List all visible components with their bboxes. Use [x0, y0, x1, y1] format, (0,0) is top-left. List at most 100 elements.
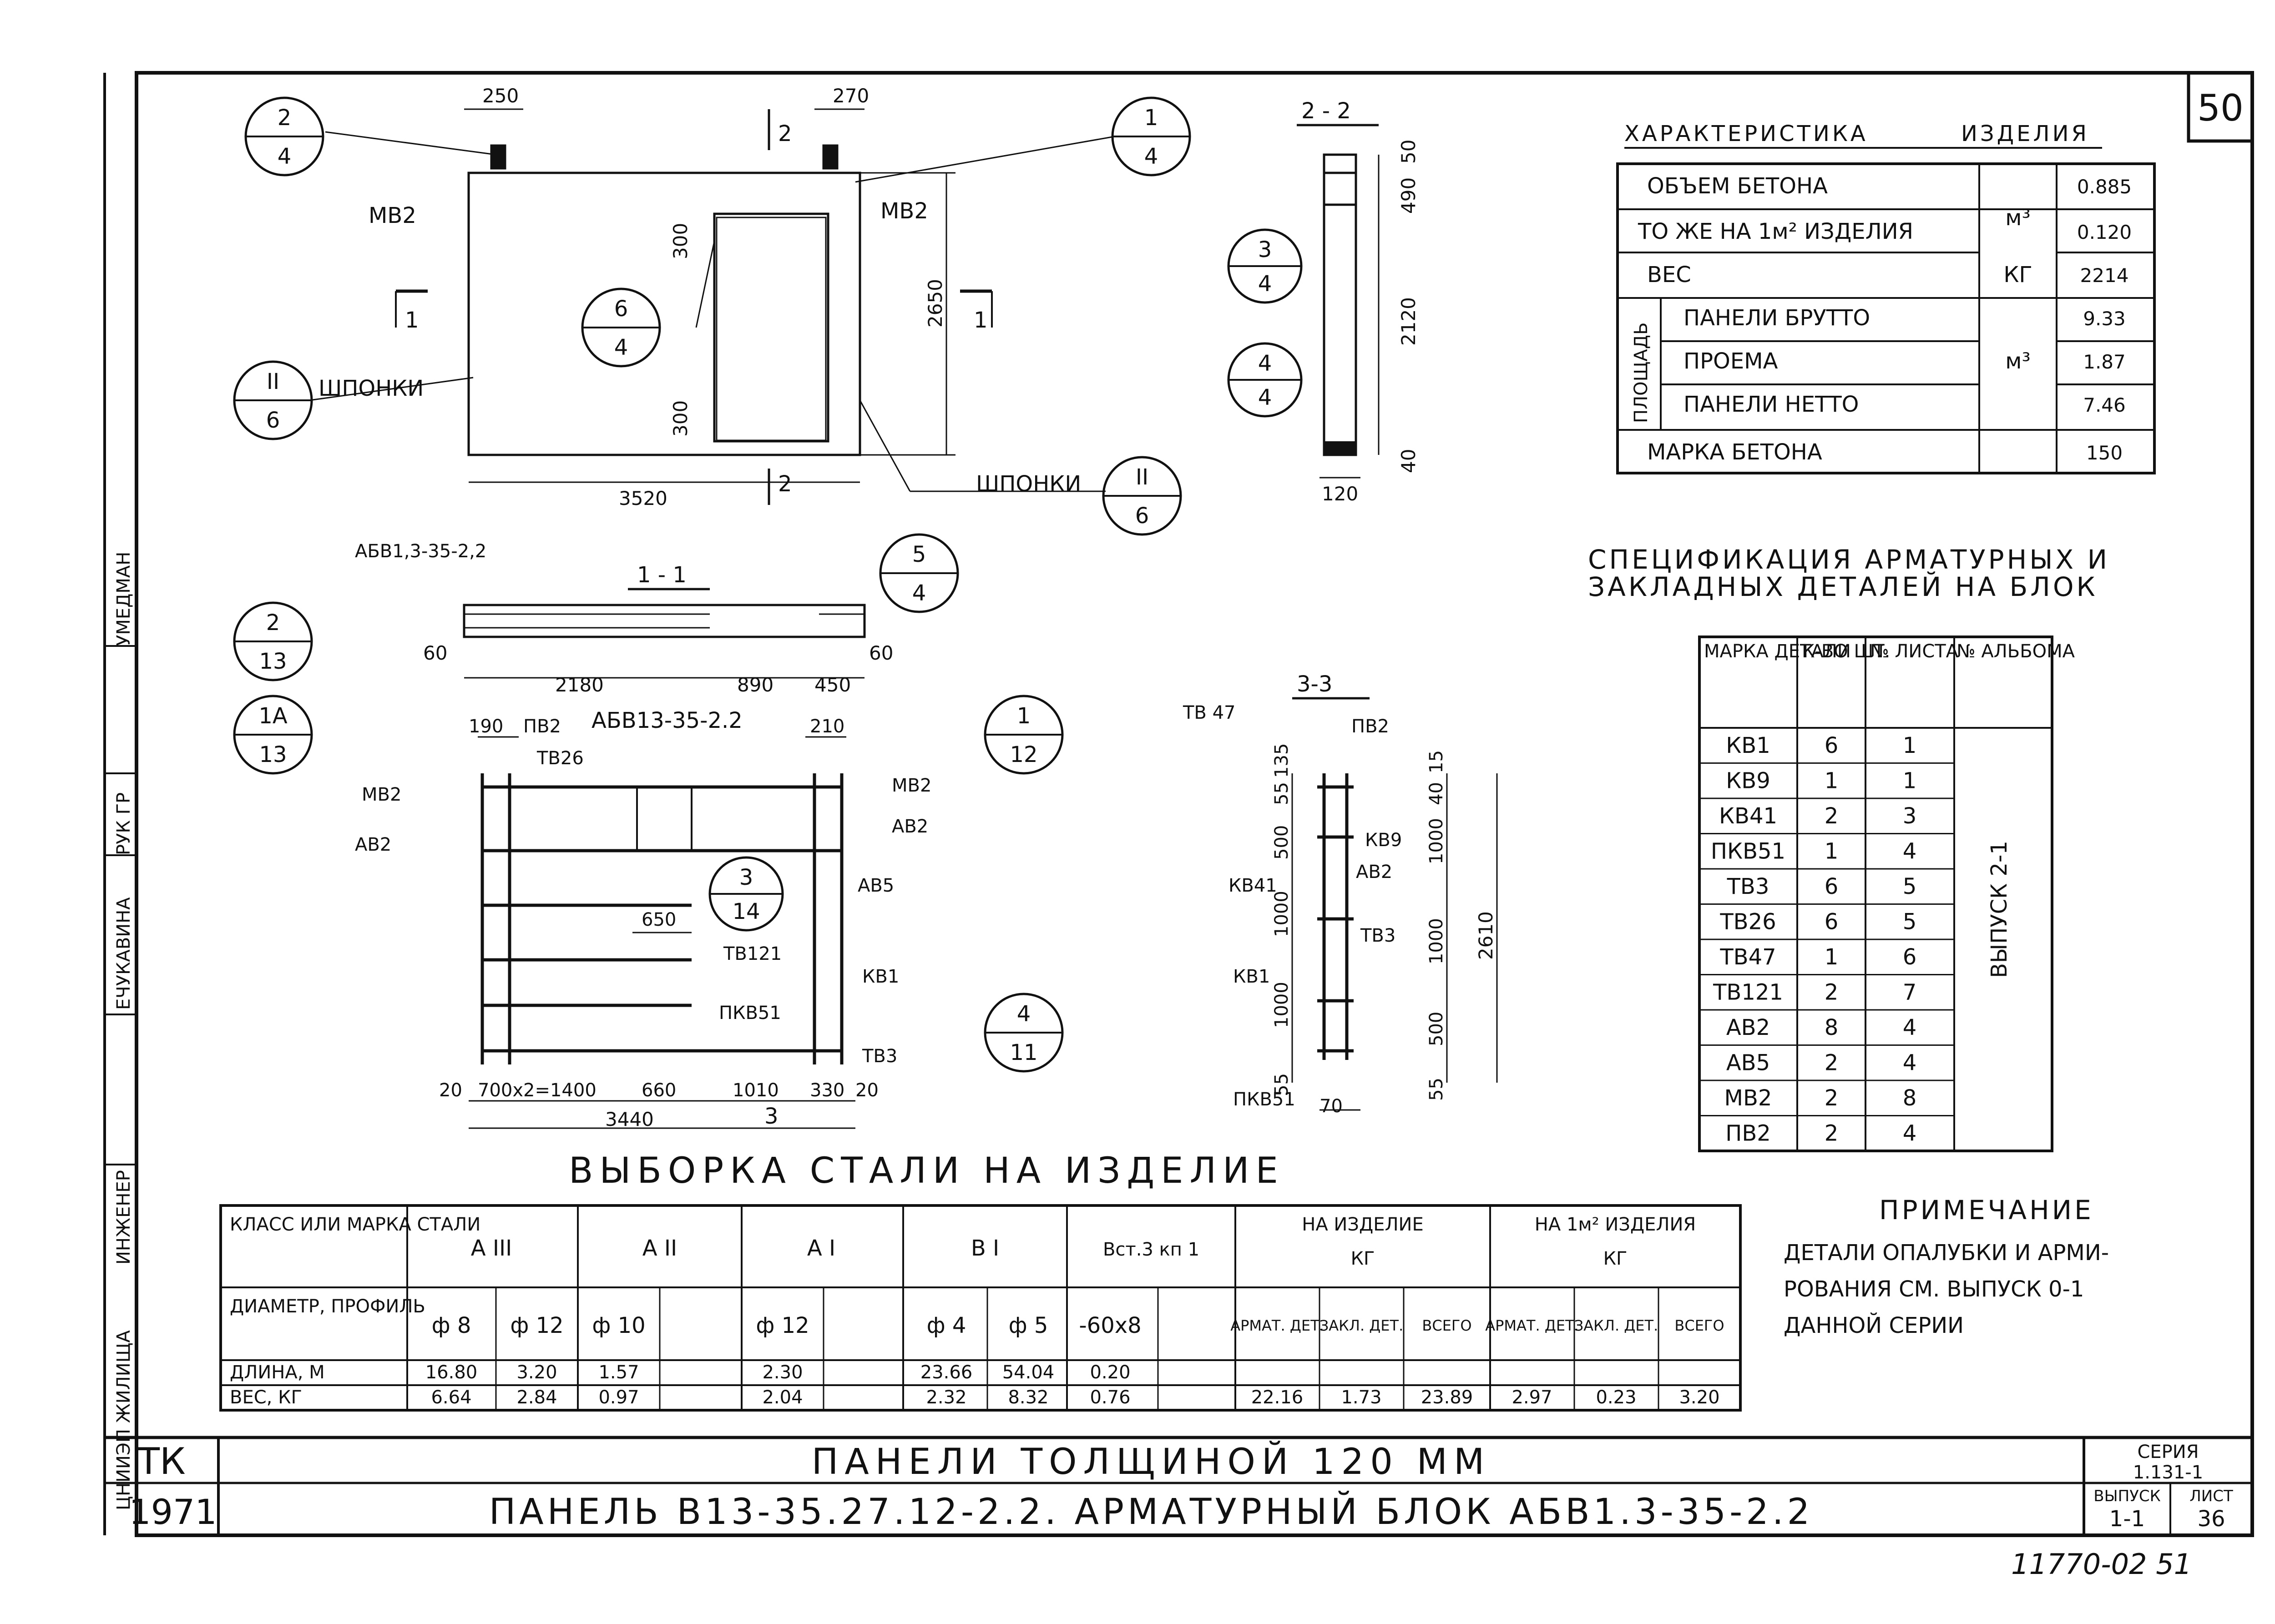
- note: ПРИМЕЧАНИЕ ДЕТАЛИ ОПАЛУБКИ И АРМИ- РОВАН…: [1784, 1195, 2109, 1338]
- svg-text:14: 14: [732, 899, 760, 924]
- spec-header-album: № АЛЬБОМА: [1956, 641, 2075, 662]
- svg-text:2180: 2180: [555, 674, 604, 696]
- spec-cell-sheet: 4: [1903, 1015, 1917, 1040]
- svg-text:4: 4: [1258, 385, 1272, 410]
- cut-3: 3: [764, 1104, 779, 1129]
- svg-text:3: 3: [739, 865, 753, 890]
- steel-cell-diameter: ф 4: [927, 1313, 966, 1338]
- bottom-code: 11770-02 51: [2011, 1548, 2192, 1581]
- svg-text:м³: м³: [2005, 348, 2030, 374]
- label-mv2-right: МВ2: [880, 198, 928, 224]
- steel-cell-weight: 8.32: [1008, 1387, 1048, 1408]
- steel-total-value: 22.16: [1251, 1387, 1304, 1408]
- characteristics-title-a: ХАРАКТЕРИСТИКА: [1624, 121, 1868, 146]
- svg-text:6: 6: [614, 296, 628, 322]
- spec-cell-sheet: 3: [1903, 803, 1917, 829]
- spec-cell-qty: 1: [1825, 944, 1839, 970]
- note-line-2: РОВАНИЯ СМ. ВЫПУСК 0-1: [1784, 1276, 2084, 1302]
- svg-text:210: 210: [810, 716, 844, 737]
- note-title: ПРИМЕЧАНИЕ: [1879, 1195, 2094, 1226]
- label-kv1: КВ1: [1233, 966, 1270, 987]
- left-strip-roles: ИНЖЕНЕР ЕЧУКАВИНА РУК ГР УМЕДМАН ЦНИИЭП …: [105, 552, 136, 1510]
- svg-text:500: 500: [1426, 1012, 1447, 1046]
- spec-cell-qty: 2: [1825, 803, 1839, 829]
- svg-text:11: 11: [1010, 1040, 1037, 1065]
- svg-text:II: II: [267, 369, 279, 394]
- steel-class-a1: А I: [807, 1236, 835, 1261]
- spec-cell-qty: 1: [1825, 839, 1839, 864]
- spec-cell-sheet: 4: [1903, 839, 1917, 864]
- note-line-1: ДЕТАЛИ ОПАЛУБКИ И АРМИ-: [1784, 1240, 2109, 1266]
- cut-1-left: 1: [405, 308, 419, 333]
- svg-text:2214: 2214: [2080, 264, 2129, 287]
- callout-1-12: 1 12: [984, 695, 1064, 775]
- steel-class-a2: А II: [642, 1236, 677, 1261]
- spec-title-line1: СПЕЦИФИКАЦИЯ АРМАТУРНЫХ И: [1588, 544, 2110, 575]
- role-checker: УМЕДМАН: [113, 552, 134, 646]
- steel-cell-weight: 0.97: [598, 1387, 639, 1408]
- steel-cell-diameter: ф 10: [592, 1313, 645, 1338]
- steel-cell-diameter: ф 8: [432, 1313, 471, 1338]
- per-item-title: НА ИЗДЕЛИЕ: [1302, 1214, 1424, 1235]
- svg-text:135: 135: [1271, 743, 1292, 778]
- spec-cell-mark: ТВ47: [1719, 944, 1776, 970]
- spec-header-qty: К-ВО ШТ.: [1802, 641, 1890, 662]
- steel-row-class: КЛАСС ИЛИ МАРКА СТАЛИ: [230, 1214, 480, 1235]
- svg-text:40: 40: [1397, 449, 1420, 473]
- area-group-label: ПЛОЩАДЬ: [1631, 323, 1652, 423]
- svg-text:55: 55: [1271, 782, 1292, 805]
- spec-cell-mark: КВ41: [1719, 803, 1777, 829]
- svg-text:50: 50: [1397, 140, 1420, 164]
- svg-text:20: 20: [439, 1080, 462, 1101]
- svg-text:ПАНЕЛИ БРУТТО: ПАНЕЛИ БРУТТО: [1684, 305, 1870, 331]
- svg-text:4: 4: [912, 580, 926, 606]
- steel-total-value: 2.97: [1512, 1387, 1552, 1408]
- spec-cell-qty: 2: [1825, 1050, 1839, 1076]
- spec-cell-mark: КВ9: [1726, 768, 1770, 794]
- steel-cell-diameter: ф 5: [1009, 1313, 1048, 1338]
- spec-cell-mark: АВ5: [1726, 1050, 1770, 1076]
- spec-cell-sheet: 4: [1903, 1050, 1917, 1076]
- label-kv1: КВ1: [862, 966, 899, 987]
- steel-subheader: ЗАКЛ. ДЕТ.: [1574, 1317, 1658, 1334]
- dim-300-top: 300: [669, 223, 692, 259]
- svg-text:190: 190: [469, 716, 503, 737]
- svg-text:0.120: 0.120: [2077, 221, 2132, 243]
- svg-text:4: 4: [614, 335, 628, 360]
- steel-total-value: 1.73: [1341, 1387, 1381, 1408]
- sheet-number-box: [2187, 71, 2254, 143]
- svg-text:60: 60: [869, 642, 893, 664]
- spec-cell-mark: ТВ26: [1719, 909, 1776, 935]
- svg-text:1010: 1010: [733, 1080, 779, 1101]
- svg-text:330: 330: [810, 1080, 844, 1101]
- steel-cell-diameter: ф 12: [510, 1313, 563, 1338]
- svg-text:4: 4: [1144, 144, 1158, 169]
- section-1-1-block: АБВ1,3-35-2,2: [355, 541, 486, 562]
- steel-title: ВЫБОРКА СТАЛИ НА ИЗДЕЛИЕ: [569, 1150, 1284, 1191]
- section-1-1-title: 1 - 1: [637, 562, 687, 588]
- spec-cell-mark: ПВ2: [1725, 1121, 1771, 1146]
- steel-subheader: ВСЕГО: [1422, 1317, 1471, 1334]
- label-tv3: ТВ3: [1360, 925, 1395, 946]
- spec-header-mark: МАРКА ДЕТАЛИ: [1704, 641, 1851, 662]
- dim-300-bottom: 300: [669, 400, 692, 437]
- svg-text:КГ: КГ: [2003, 262, 2032, 287]
- svg-text:9.33: 9.33: [2083, 308, 2126, 330]
- svg-text:13: 13: [259, 742, 287, 767]
- steel-total-value: 3.20: [1679, 1387, 1719, 1408]
- spec-cell-mark: МВ2: [1724, 1085, 1772, 1111]
- svg-text:2: 2: [278, 105, 292, 131]
- label-pkv51: ПКВ51: [719, 1003, 781, 1024]
- steel-cell-weight: 2.84: [516, 1387, 557, 1408]
- characteristics-table: ХАРАКТЕРИСТИКА ИЗДЕЛИЯ ПЛОЩАДЬ ОБЪЕМ БЕТ…: [1616, 121, 2156, 474]
- svg-text:1: 1: [1017, 703, 1031, 729]
- svg-text:700х2=1400: 700х2=1400: [478, 1080, 597, 1101]
- steel-subheader: ЗАКЛ. ДЕТ.: [1320, 1317, 1403, 1334]
- per-m2-title: НА 1м² ИЗДЕЛИЯ: [1535, 1214, 1696, 1235]
- svg-text:2610: 2610: [1475, 911, 1497, 960]
- steel-table: ВЫБОРКА СТАЛИ НА ИЗДЕЛИЕ КЛАСС ИЛИ МАРК: [219, 1150, 1742, 1412]
- spec-cell-qty: 2: [1825, 1121, 1839, 1146]
- cut-2-top: 2: [778, 121, 792, 146]
- spec-cell-sheet: 8: [1903, 1085, 1917, 1111]
- svg-text:6: 6: [1135, 503, 1149, 529]
